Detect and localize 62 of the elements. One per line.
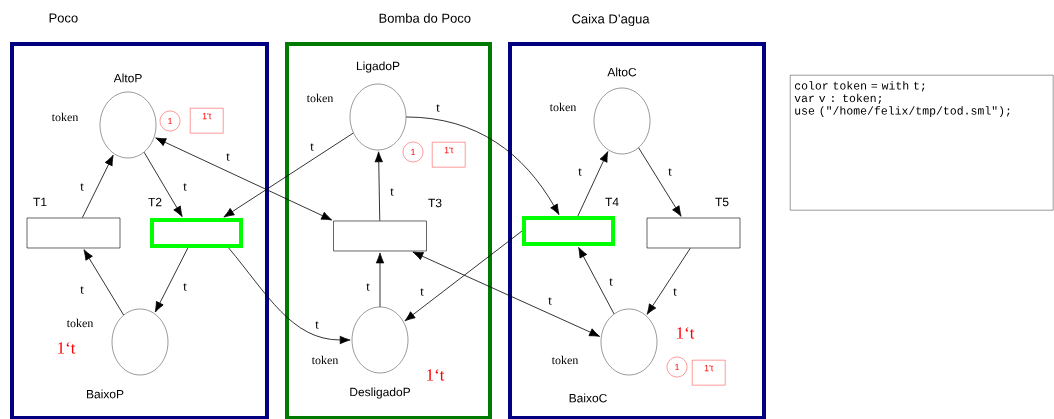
place-name: BaixoC [569,393,607,403]
arc-label: t [365,282,371,292]
transition-name: T5 [715,197,729,207]
group-title: Caixa D’agua [572,13,650,27]
transition-name: T2 [148,197,162,207]
arc [412,251,600,337]
marking-box: 1't [190,108,224,134]
arc [81,154,114,219]
arc [375,252,385,308]
transition-name: T3 [428,198,442,208]
arc-label: t [608,277,614,287]
arc-label: t [547,296,553,306]
arc-label: t [419,287,425,297]
arc-label: t [79,285,85,295]
arc [228,247,351,345]
arc-label: t [389,187,395,197]
initial-marking: 1‘t [677,327,695,339]
arc [577,151,609,217]
arc-label: t [672,287,678,297]
initial-marking: 1‘t [58,342,76,354]
arc-label: t [667,167,673,177]
arc [223,132,354,218]
group-title: Poco [49,13,78,23]
colour-set-label: token [549,102,577,112]
place-name: AltoC [607,67,637,77]
arc [83,249,124,316]
arc [374,151,383,222]
group-title: Bomba do Poco [379,13,471,23]
place-name: BaixoP [87,389,124,399]
arc-label: t [435,103,441,113]
arc-label: t [309,142,315,152]
place-name: DesligadoP [350,387,411,399]
colour-set-label: token [306,93,334,103]
arc [646,247,691,315]
declaration-box: color token = with t; var v : token; use ("/home/felix/tmp/tod.sml"); [790,75,1054,211]
arc [405,116,560,215]
marking-box: 1't [432,142,466,168]
arc-label: t [182,182,188,192]
arc-label: t [314,320,320,330]
arc [578,247,615,315]
colour-set-label: token [66,318,94,328]
place-name: LigadoP [357,61,400,73]
arc [404,230,523,322]
arc-label: t [577,167,583,177]
marking-box: 1't [692,360,726,386]
colour-set-label: token [551,355,579,365]
colour-set-label: token [51,112,79,122]
arc-label: t [79,182,85,192]
place-name: AltoP [113,73,142,83]
marking-count: 1 [159,110,181,132]
marking-count: 1 [666,356,688,378]
transition-name: T4 [605,197,619,207]
arc [155,137,333,221]
colour-set-label: token [311,355,339,365]
arc [154,247,189,313]
arc-label: t [225,152,231,162]
arc [143,151,183,217]
initial-marking: 1‘t [427,369,445,381]
marking-count: 1 [402,141,424,163]
arc [638,147,682,217]
arc-label: t [182,282,188,292]
transition-name: T1 [33,197,47,207]
